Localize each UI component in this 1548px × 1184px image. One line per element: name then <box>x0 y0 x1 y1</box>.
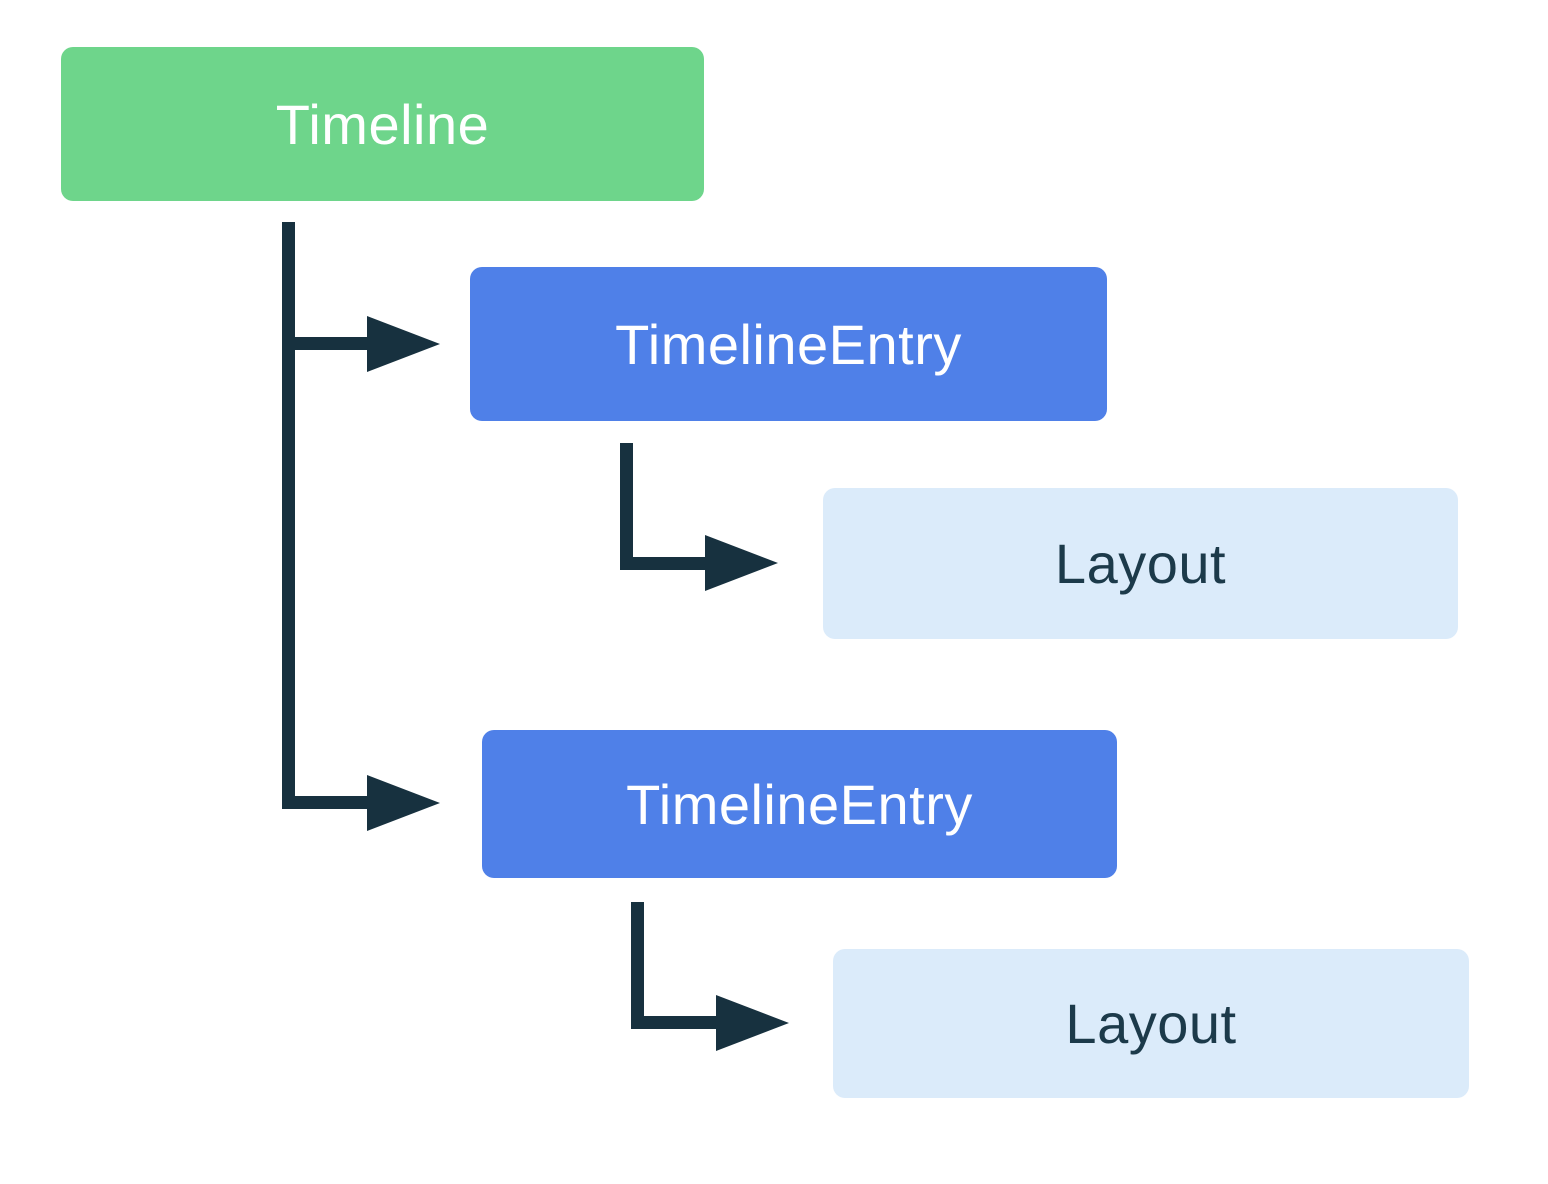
connector-entry-2-to-layout-vertical <box>631 902 644 1029</box>
node-timeline-entry-1-label: TimelineEntry <box>615 312 962 376</box>
node-timeline: Timeline <box>61 47 704 201</box>
connector-branch-entry-2 <box>282 796 372 809</box>
node-timeline-entry-2-label: TimelineEntry <box>626 772 973 836</box>
node-timeline-entry-1: TimelineEntry <box>470 267 1107 421</box>
node-layout-2: Layout <box>833 949 1469 1098</box>
connector-entry-1-to-layout-vertical <box>620 443 633 570</box>
connector-branch-entry-1 <box>282 337 372 350</box>
connector-entry-2-to-layout-horizontal <box>631 1016 720 1029</box>
node-layout-1-label: Layout <box>1054 532 1227 595</box>
arrowhead-right-icon <box>367 775 440 831</box>
arrowhead-right-icon <box>705 535 778 591</box>
node-layout-2-label: Layout <box>1065 992 1237 1055</box>
arrowhead-right-icon <box>716 995 789 1051</box>
node-layout-1: Layout <box>823 488 1458 639</box>
connector-entry-1-to-layout-horizontal <box>620 557 710 570</box>
arrowhead-right-icon <box>367 316 440 372</box>
connector-trunk-vertical <box>282 222 295 809</box>
node-timeline-entry-2: TimelineEntry <box>482 730 1117 878</box>
node-timeline-label: Timeline <box>275 92 490 156</box>
